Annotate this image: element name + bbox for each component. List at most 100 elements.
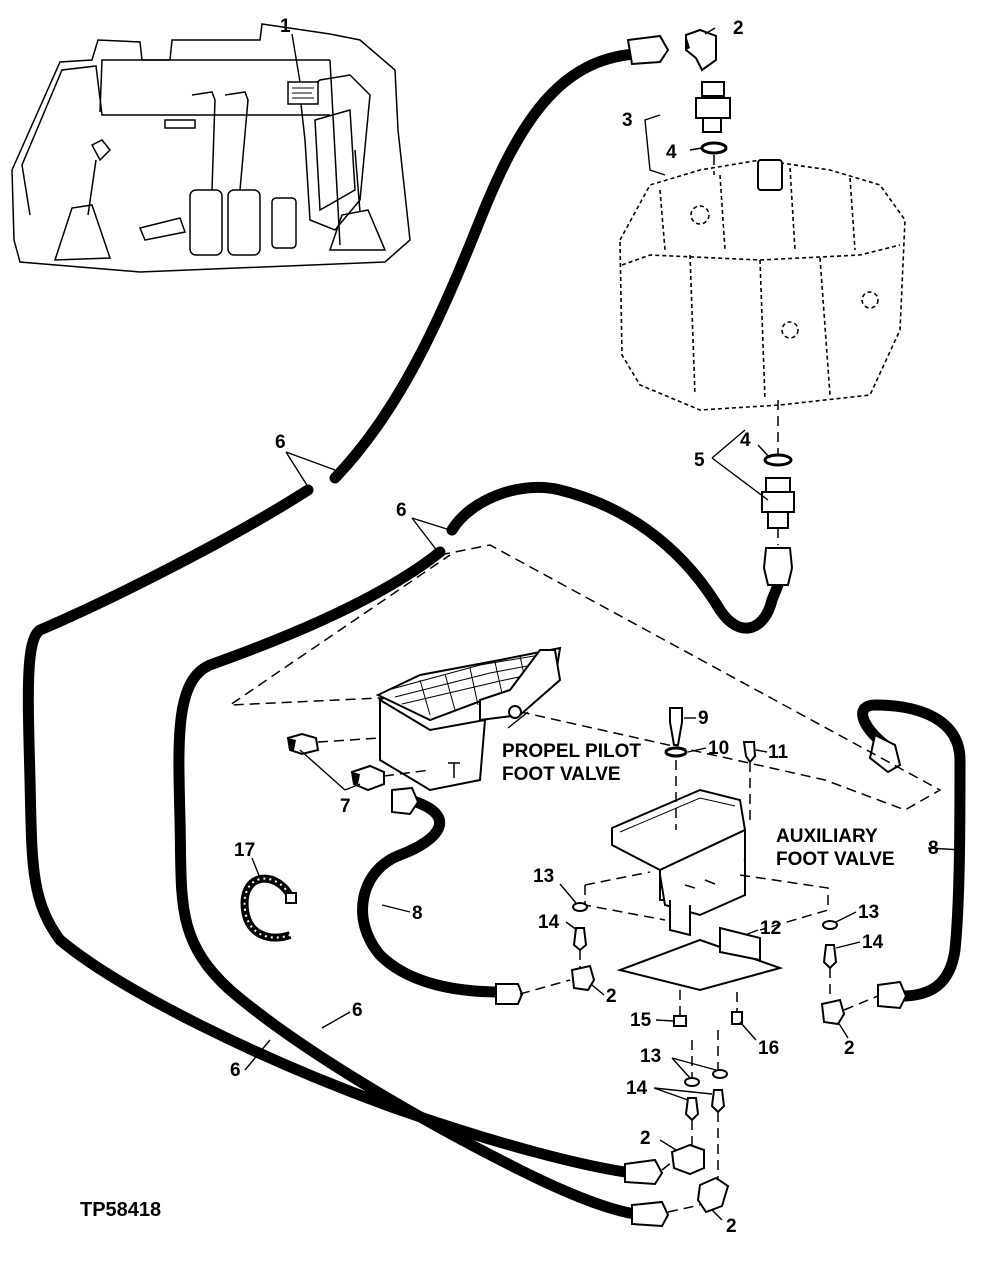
leader-2a xyxy=(704,27,716,35)
elbow-fitting-icon xyxy=(685,28,717,72)
cab-interior-icon xyxy=(11,23,411,273)
fitting-14d xyxy=(710,1089,726,1114)
callout-6a: 6 xyxy=(275,432,286,453)
hose-6-left xyxy=(22,484,631,1178)
leader-14b xyxy=(835,941,861,949)
leader-3 xyxy=(644,114,666,176)
cap-13c xyxy=(684,1077,700,1087)
leader-5 xyxy=(711,429,769,501)
leader-2e xyxy=(711,1209,723,1221)
callout-3: 3 xyxy=(622,110,633,131)
leader-14a xyxy=(565,921,578,931)
callout-6b: 6 xyxy=(396,500,407,521)
dash-2-to-8 xyxy=(843,995,879,1011)
leader-6d xyxy=(321,1011,351,1029)
callout-15: 15 xyxy=(630,1010,652,1031)
screw-9 xyxy=(669,707,683,746)
callout-11: 11 xyxy=(768,742,789,763)
control-valve-icon xyxy=(619,159,906,411)
nut-15 xyxy=(673,1015,687,1027)
hose-end-fitting-c xyxy=(762,547,794,586)
leader-17 xyxy=(251,857,261,879)
hose-end-fitting-b xyxy=(631,1200,670,1228)
foot-pedal-icon xyxy=(375,646,562,792)
elbow-2-bottom-a xyxy=(670,1143,705,1176)
dash-bottom xyxy=(661,1161,701,1213)
callout-5: 5 xyxy=(694,450,705,471)
hose-end-fitting-a xyxy=(624,1158,664,1186)
hose-8-fitting-b xyxy=(495,983,524,1005)
leader-4b xyxy=(757,444,771,459)
cap-13d xyxy=(712,1069,728,1079)
leader-6b xyxy=(411,517,451,553)
leader-15 xyxy=(655,1019,675,1022)
callout-2a: 2 xyxy=(733,18,744,39)
o-ring-bottom xyxy=(763,453,793,467)
elbow-2-right xyxy=(820,998,846,1026)
callout-1: 1 xyxy=(280,16,291,37)
callout-14b: 14 xyxy=(862,932,884,953)
elbow-2-bottom-b xyxy=(696,1176,730,1214)
screw-11 xyxy=(742,741,757,764)
hose-6-inner xyxy=(173,546,641,1220)
callout-2d: 2 xyxy=(640,1128,651,1149)
callout-12: 12 xyxy=(760,918,781,939)
leader-2c xyxy=(837,1021,849,1039)
fitting-14a xyxy=(572,927,588,952)
leader-13c xyxy=(671,1057,717,1079)
propel-pilot-label-line1: PROPEL PILOT xyxy=(502,741,641,762)
leader-16 xyxy=(739,1021,757,1041)
dash-8-to-2 xyxy=(519,979,571,995)
fitting-7a xyxy=(286,732,320,756)
leader-12 xyxy=(744,929,759,936)
adapter-fitting-5 xyxy=(761,477,795,529)
leader-8b xyxy=(927,847,963,851)
callout-14c: 14 xyxy=(626,1078,648,1099)
leader-10 xyxy=(687,747,707,753)
hose-8-fitting-d xyxy=(877,980,908,1010)
leader-propel xyxy=(507,711,529,729)
washer-10 xyxy=(664,746,688,758)
callout-17: 17 xyxy=(234,840,255,861)
leader-4a xyxy=(689,147,703,151)
callout-16: 16 xyxy=(758,1038,779,1059)
cap-13a xyxy=(572,902,588,912)
callout-2c: 2 xyxy=(844,1038,855,1059)
hose-6-upper xyxy=(446,481,784,634)
leader-2b xyxy=(591,984,605,996)
fitting-7b xyxy=(350,764,385,792)
hose-8-fitting-a xyxy=(391,786,420,816)
elbow-2-left xyxy=(570,964,596,992)
leader-8a xyxy=(381,904,411,913)
clamp-icon xyxy=(240,874,297,942)
fitting-14b xyxy=(822,944,838,970)
callout-2b: 2 xyxy=(606,986,617,1007)
leader-13b xyxy=(835,911,857,923)
leader-13a xyxy=(559,883,577,904)
auxiliary-label-line1: AUXILIARY xyxy=(776,826,878,847)
callout-6c: 6 xyxy=(352,1000,363,1021)
callout-14a: 14 xyxy=(538,912,560,933)
callout-13a: 13 xyxy=(533,866,554,887)
callout-2e: 2 xyxy=(726,1216,737,1237)
callout-13b: 13 xyxy=(858,902,879,923)
callout-8a: 8 xyxy=(412,903,423,924)
leader-11 xyxy=(755,749,768,753)
callout-13c: 13 xyxy=(640,1046,661,1067)
hose-8-fitting-c xyxy=(868,733,902,774)
propel-pilot-label-line2: FOOT VALVE xyxy=(502,764,621,785)
callout-9: 9 xyxy=(698,708,709,729)
fitting-14c xyxy=(684,1097,700,1122)
leader-7 xyxy=(299,749,361,791)
auxiliary-label-line2: FOOT VALVE xyxy=(776,849,895,870)
callout-10: 10 xyxy=(708,738,729,759)
auxiliary-valve-icon xyxy=(611,788,784,992)
callout-6d: 6 xyxy=(230,1060,241,1081)
callout-4a: 4 xyxy=(666,142,677,163)
callout-7: 7 xyxy=(340,796,351,817)
leader-2d xyxy=(659,1139,677,1151)
leader-14c xyxy=(653,1087,713,1101)
callout-8b: 8 xyxy=(928,838,939,859)
callout-4b: 4 xyxy=(740,430,751,451)
